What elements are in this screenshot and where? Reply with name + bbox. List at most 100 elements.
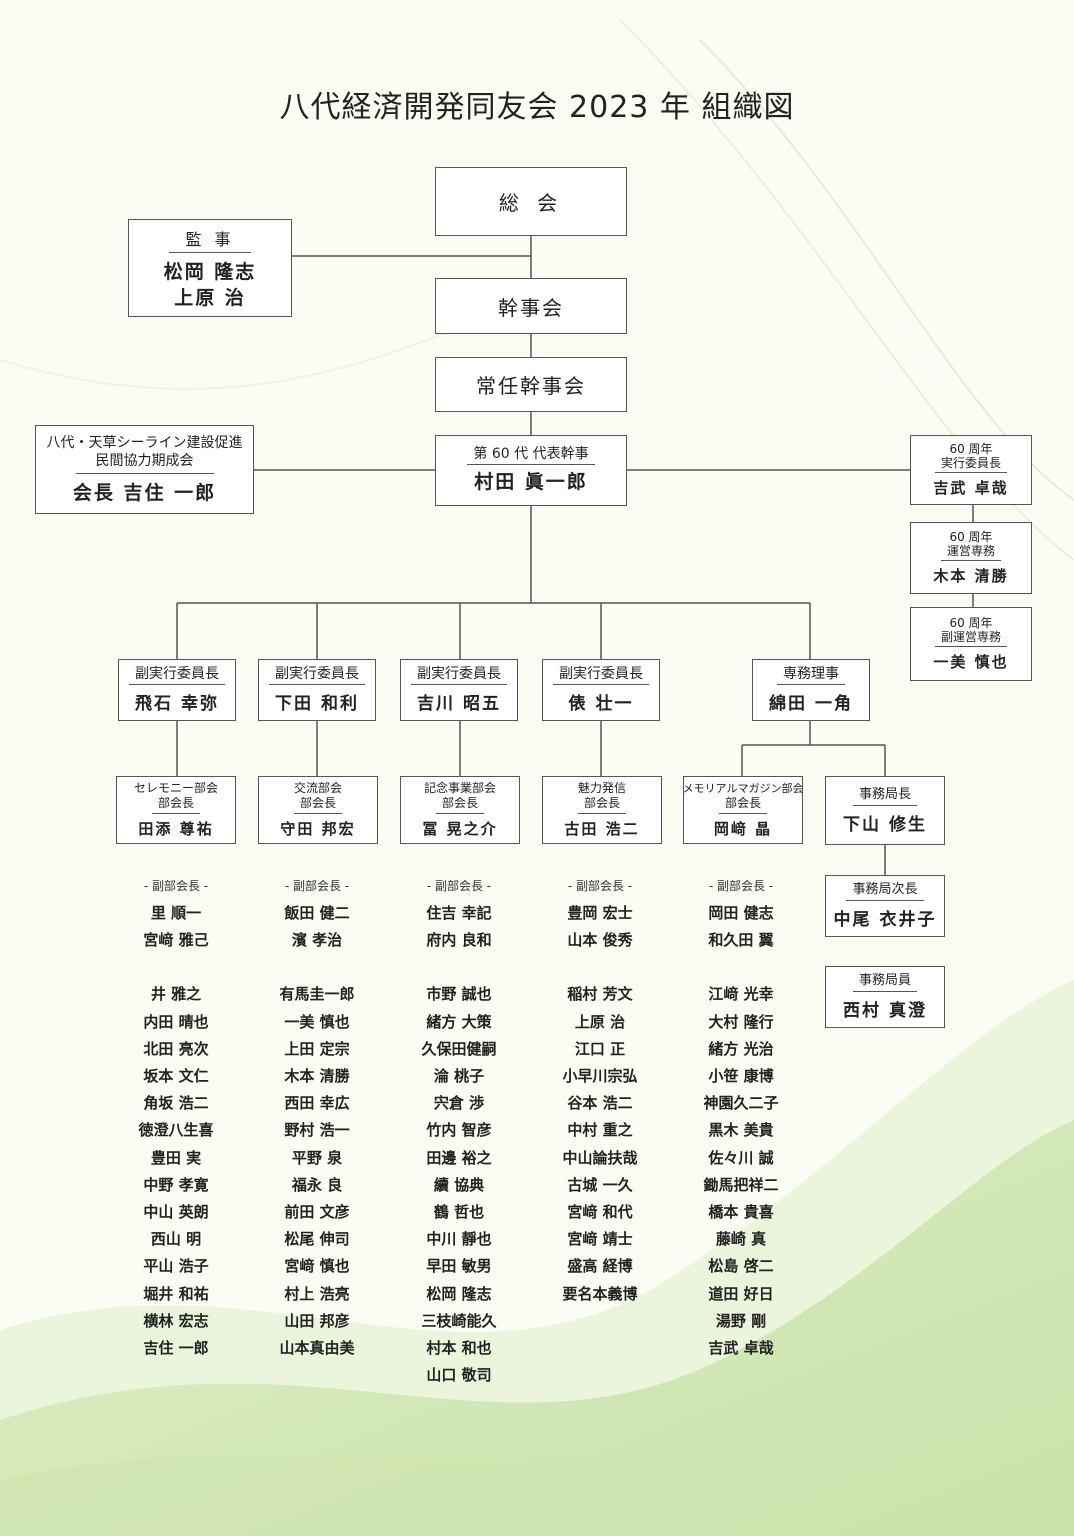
office-deputy-label: 事務局次長 — [846, 882, 924, 901]
general-assembly-label: 総 会 — [498, 191, 564, 215]
department-box: 魅力発信 部会長 古田 浩二 — [542, 776, 662, 844]
board-label: 幹事会 — [498, 295, 564, 320]
department-role: 部会長 — [577, 796, 626, 814]
anniversary-label-1: 60 周年 — [949, 616, 993, 630]
office-deputy-box: 事務局次長 中尾 衣井子 — [825, 875, 945, 937]
member-name: 中川 靜也 — [426, 1230, 492, 1249]
vice-chair-box: 副実行委員長 下田 和利 — [258, 659, 376, 721]
member-name: 江口 正 — [574, 1039, 626, 1058]
member-name: 中野 孝寛 — [143, 1175, 209, 1194]
member-name: 大村 隆行 — [708, 1012, 774, 1031]
office-staff-name: 西村 真澄 — [843, 1001, 927, 1021]
sealine-council-line1: 八代・天草シーライン建設促進 — [46, 434, 243, 451]
member-name: 久保田健嗣 — [421, 1039, 497, 1058]
member-name: 坂本 文仁 — [143, 1067, 209, 1086]
vice-chair-label: 副実行委員長 — [411, 666, 507, 685]
department-head-name: 守田 邦宏 — [280, 820, 356, 838]
member-name: 神園久二子 — [703, 1094, 779, 1113]
vice-chair-name: 俵 壮一 — [568, 694, 634, 714]
sealine-council-box: 八代・天草シーライン建設促進 民間協力期成会 会長 吉住 一郎 — [35, 425, 254, 514]
anniversary-label-2: 実行委員長 — [934, 456, 1007, 473]
executive-director-name: 綿田 一角 — [769, 694, 853, 714]
vice-chair-name: 吉川 昭五 — [417, 694, 501, 714]
general-assembly-box: 総 会 — [435, 167, 627, 236]
member-name: 鶴 哲也 — [433, 1203, 485, 1222]
anniversary-chair-box: 60 周年 実行委員長 吉武 卓哉 — [910, 435, 1032, 505]
department-box: 記念事業部会 部会長 冨 晃之介 — [400, 776, 520, 844]
member-column: - 副部会長 -豊岡 宏士山本 俊秀稲村 芳文上原 治江口 正小早川宗弘谷本 浩… — [545, 877, 655, 1308]
page-title: 八代経済開発同友会 2023 年 組織図 — [279, 90, 795, 125]
office-staff-label: 事務局員 — [852, 973, 917, 992]
member-name: 西山 明 — [150, 1230, 202, 1249]
member-name: 道田 好日 — [708, 1284, 774, 1303]
spacer — [545, 954, 655, 981]
member-name: 平山 浩子 — [143, 1257, 209, 1276]
spacer — [404, 954, 514, 981]
member-name: 福永 良 — [291, 1175, 343, 1194]
vice-head-name: 岡田 健志 — [708, 904, 774, 922]
auditor-name: 松岡 隆志 — [163, 260, 257, 283]
member-name: 吉武 卓哉 — [708, 1339, 774, 1358]
member-name: 稲村 芳文 — [567, 985, 633, 1004]
auditor-label: 監 事 — [169, 226, 251, 253]
representative-name: 村田 眞一郎 — [474, 471, 588, 493]
member-name: 堀井 和祐 — [143, 1284, 209, 1303]
vice-head-label: - 副部会長 - — [567, 879, 633, 893]
member-name: 松尾 伸司 — [284, 1230, 350, 1249]
anniversary-label-2: 運営専務 — [940, 544, 1001, 561]
member-name: 鋤馬把祥二 — [703, 1175, 779, 1194]
member-name: 西田 幸広 — [284, 1094, 350, 1113]
member-name: 北田 亮次 — [143, 1039, 209, 1058]
member-name: 有馬圭一郎 — [279, 985, 355, 1004]
department-role: 部会長 — [293, 796, 342, 814]
member-name: 田邊 裕之 — [426, 1148, 492, 1167]
member-name: 古城 一久 — [567, 1175, 633, 1194]
member-name: 山田 邦彦 — [284, 1311, 350, 1330]
vice-head-name: 府内 良和 — [426, 931, 492, 950]
member-name: 山口 敬司 — [426, 1366, 492, 1385]
vice-chair-label: 副実行委員長 — [269, 666, 365, 685]
office-staff-box: 事務局員 西村 真澄 — [825, 966, 945, 1028]
member-name: 角坂 浩二 — [143, 1094, 209, 1113]
member-name: 緒方 光治 — [708, 1039, 774, 1058]
member-column: - 副部会長 -岡田 健志和久田 翼江﨑 光幸大村 隆行緒方 光治小笹 康博神園… — [686, 877, 796, 1362]
member-name: 緒方 大策 — [426, 1012, 492, 1031]
anniversary-label-1: 60 周年 — [949, 442, 993, 456]
anniversary-label-1: 60 周年 — [949, 530, 993, 544]
department-head-name: 古田 浩二 — [564, 820, 640, 838]
vice-head-name: 濱 孝治 — [291, 931, 343, 950]
member-name: 内田 晴也 — [143, 1012, 209, 1031]
representative-label: 第 60 代 代表幹事 — [467, 446, 595, 465]
member-name: 宮﨑 慎也 — [284, 1257, 350, 1276]
vice-head-name: 宮﨑 雅己 — [143, 931, 209, 950]
vice-chair-box: 副実行委員長 俵 壮一 — [542, 659, 660, 721]
representative-box: 第 60 代 代表幹事 村田 眞一郎 — [435, 435, 627, 506]
anniversary-vice-manager-box: 60 周年 副運営専務 一美 慎也 — [910, 607, 1032, 681]
vice-chair-label: 副実行委員長 — [553, 666, 649, 685]
department-box: メモリアルマガジン部会 部会長 岡﨑 晶 — [683, 776, 803, 844]
member-name: 村本 和也 — [426, 1339, 492, 1358]
member-name: 橋本 貴喜 — [708, 1203, 774, 1222]
member-name: 盛高 経博 — [567, 1257, 633, 1276]
member-name: 松岡 隆志 — [426, 1284, 492, 1303]
sealine-council-line2: 民間協力期成会 — [75, 452, 214, 474]
vice-chair-box: 副実行委員長 吉川 昭五 — [400, 659, 518, 721]
member-name: 中山論扶哉 — [562, 1148, 638, 1167]
member-name: 平野 泉 — [291, 1148, 343, 1167]
board-box: 幹事会 — [435, 278, 627, 334]
member-name: 上原 治 — [574, 1012, 626, 1031]
member-name: 中村 重之 — [567, 1121, 633, 1140]
anniversary-name: 木本 清勝 — [933, 567, 1009, 585]
member-name: 江﨑 光幸 — [708, 985, 774, 1004]
vice-head-label: - 副部会長 - — [143, 879, 209, 893]
anniversary-name: 一美 慎也 — [933, 653, 1009, 671]
department-name: メモリアルマガジン部会 — [682, 782, 804, 795]
department-name: 交流部会 — [293, 781, 342, 795]
executive-director-box: 専務理事 綿田 一角 — [752, 659, 870, 721]
office-chief-box: 事務局長 下山 修生 — [825, 776, 945, 845]
department-role: 部会長 — [151, 796, 200, 814]
spacer — [262, 954, 372, 981]
member-name: 三枝崎能久 — [421, 1311, 497, 1330]
anniversary-manager-box: 60 周年 運営専務 木本 清勝 — [910, 522, 1032, 594]
vice-head-label: - 副部会長 - — [708, 879, 774, 893]
